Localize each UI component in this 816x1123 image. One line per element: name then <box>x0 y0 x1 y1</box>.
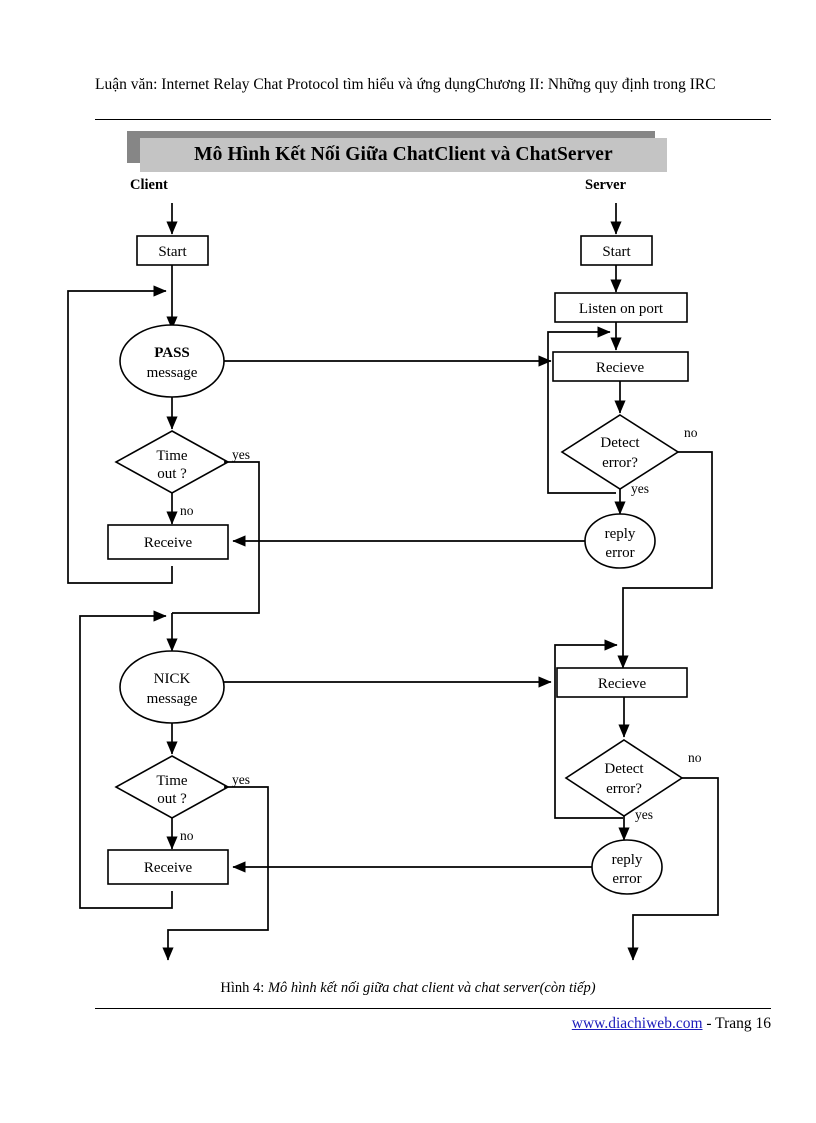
conn-server-detect-yes-loopback-1 <box>547 326 616 494</box>
server-detect2-label-line1: Detect <box>604 761 644 777</box>
conn-client-timeout2-yes-exit <box>162 786 269 961</box>
conn-client-receive-loopback-1 <box>67 285 173 584</box>
client-start-label: Start <box>158 244 187 260</box>
server-reply-error2-ellipse <box>591 839 663 895</box>
server-detect2-label-line2: error? <box>606 781 642 797</box>
figure-caption-text: Mô hình kết nối giữa chat client và chat… <box>267 980 596 996</box>
server-recieve2-box <box>556 667 688 698</box>
conn-client-receive-loopback-2 <box>79 610 173 909</box>
server-reply2-label-line1: reply <box>612 852 643 868</box>
client-timeout2-label-line1: Time <box>156 773 187 789</box>
client-timeout2-label-line2: out ? <box>157 791 187 807</box>
footer-page-number: - Trang 16 <box>702 1015 771 1032</box>
server-recieve2-label: Recieve <box>598 676 647 692</box>
server-detect-label-line1: Detect <box>600 435 640 451</box>
client-timeout-label-line1: Time <box>156 448 187 464</box>
client-pass-label-line2: message <box>147 365 198 381</box>
client-timeout-no-label: no <box>180 503 194 518</box>
server-reply-label-line1: reply <box>605 526 636 542</box>
conn-server-detect-no-down <box>622 451 713 613</box>
server-detect2-diamond <box>564 739 684 817</box>
server-reply2-label-line2: error <box>612 871 641 887</box>
client-nick-label-line2: message <box>147 691 198 707</box>
client-pass-label-line1: PASS <box>154 345 190 361</box>
column-label-server: Server <box>585 177 627 193</box>
running-header-text: Luận văn: Internet Relay Chat Protocol t… <box>95 76 716 93</box>
client-timeout-label-line2: out ? <box>157 466 187 482</box>
client-nick-message-ellipse <box>119 650 225 724</box>
server-detect-label-line2: error? <box>602 455 638 471</box>
footer-website-link[interactable]: www.diachiweb.com <box>571 1015 703 1032</box>
server-recieve-label: Recieve <box>596 360 645 376</box>
page-footer: www.diachiweb.com - Trang 16 <box>95 1015 771 1033</box>
client-receive-label: Receive <box>144 535 193 551</box>
client-receive2-label: Receive <box>144 860 193 876</box>
client-receive2-box <box>107 849 229 885</box>
server-reply-error-ellipse <box>584 513 656 569</box>
server-listen-label: Listen on port <box>579 301 664 317</box>
conn-client-timeout-yes-loop <box>172 461 260 614</box>
client-pass-message-ellipse <box>119 324 225 398</box>
conn-server-detect2-no-exit <box>627 777 719 961</box>
server-detect2-yes-label: yes <box>635 807 653 822</box>
server-detect2-no-label: no <box>688 750 702 765</box>
header-divider-rule <box>95 119 771 120</box>
title-banner: Mô Hình Kết Nối Giữa ChatClient và ChatS… <box>127 131 667 175</box>
footer-divider-rule <box>95 1008 771 1009</box>
figure-caption-prefix: Hình 4: <box>220 980 268 996</box>
conn-server-detect2-yes-loopback-2 <box>554 639 623 819</box>
banner-title-text: Mô Hình Kết Nối Giữa ChatClient và ChatS… <box>194 144 613 165</box>
client-nick-label-line1: NICK <box>154 671 191 687</box>
client-timeout2-no-label: no <box>180 828 194 843</box>
server-detect-no-label: no <box>684 425 698 440</box>
client-timeout2-yes-label: yes <box>232 772 250 787</box>
running-header: Luận văn: Internet Relay Chat Protocol t… <box>95 74 771 95</box>
server-detect-diamond <box>560 414 680 490</box>
client-timeout-yes-label: yes <box>232 447 250 462</box>
server-start-label: Start <box>602 244 631 260</box>
server-start-box <box>580 235 653 266</box>
client-receive-box <box>107 524 229 560</box>
figure-caption: Hình 4: Mô hình kết nối giữa chat client… <box>0 980 816 997</box>
server-listen-box <box>554 292 688 323</box>
server-detect-yes-label: yes <box>631 481 649 496</box>
server-reply-label-line2: error <box>605 545 634 561</box>
title-banner-box: Mô Hình Kết Nối Giữa ChatClient và ChatS… <box>140 138 667 172</box>
column-label-client: Client <box>130 177 168 193</box>
